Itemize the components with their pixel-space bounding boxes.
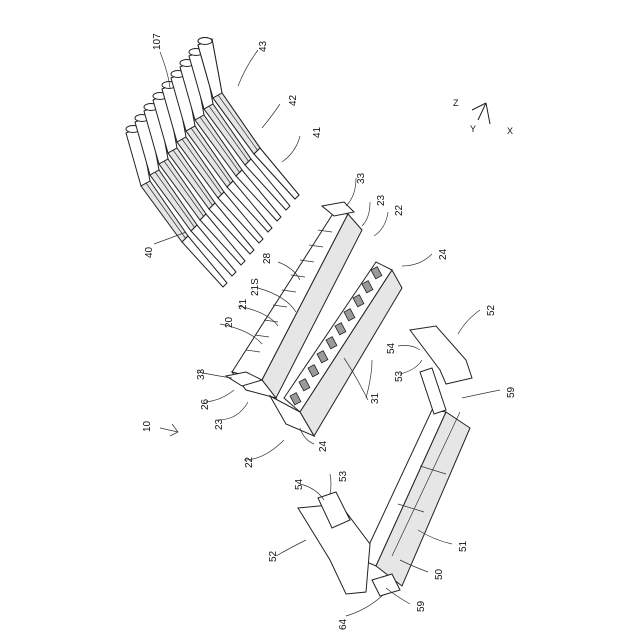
label-64: 64 [338, 618, 349, 630]
label-23-left: 23 [214, 418, 225, 430]
label-59-left: 59 [416, 600, 427, 612]
label-33-top: 33 [356, 172, 367, 184]
label-54-right: 54 [386, 342, 397, 354]
label-21s: 21S [250, 278, 261, 296]
label-52-right: 52 [486, 304, 497, 316]
label-51: 51 [458, 540, 469, 552]
axis-y-label: Y [470, 124, 476, 134]
axis-z-label: Z [453, 98, 459, 108]
label-22-top: 22 [394, 204, 405, 216]
label-50: 50 [434, 568, 445, 580]
label-21: 21 [238, 298, 249, 310]
label-52-left: 52 [268, 550, 279, 562]
label-20: 20 [224, 316, 235, 328]
label-53-right: 53 [394, 370, 405, 382]
label-40: 40 [144, 246, 155, 258]
label-53-left: 53 [338, 470, 349, 482]
label-41: 41 [312, 126, 323, 138]
label-33-left: 33 [196, 368, 207, 380]
label-23-top: 23 [376, 194, 387, 206]
label-42: 42 [288, 94, 299, 106]
label-28: 28 [262, 252, 273, 264]
label-24-top: 24 [438, 248, 449, 260]
label-59-right: 59 [506, 386, 517, 398]
label-43: 43 [258, 40, 269, 52]
label-107: 107 [152, 33, 163, 50]
label-26: 26 [200, 398, 211, 410]
label-54-left: 54 [294, 478, 305, 490]
axes-indicator: Z Y X [453, 98, 513, 136]
axis-x-label: X [507, 126, 513, 136]
label-24-left: 24 [318, 440, 329, 452]
label-22-left: 22 [244, 456, 255, 468]
label-31: 31 [370, 392, 381, 404]
label-10: 10 [142, 420, 153, 432]
x-axis-line [486, 103, 490, 124]
